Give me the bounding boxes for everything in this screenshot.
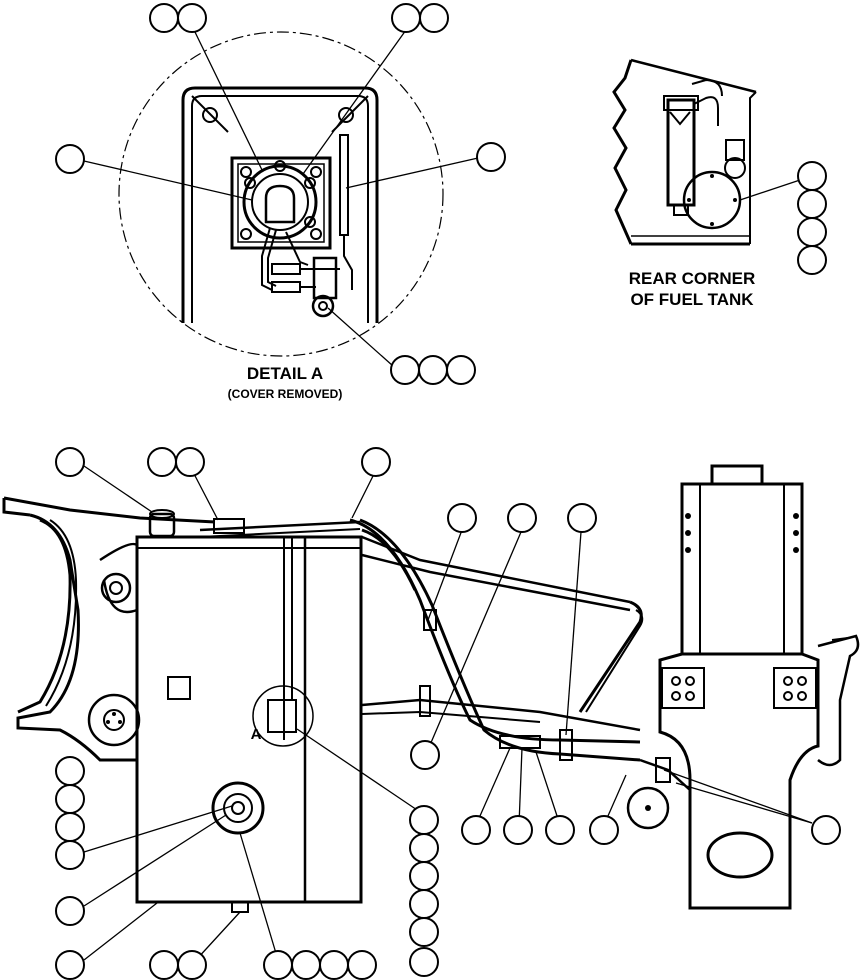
callout-balloon bbox=[409, 861, 439, 891]
detail-a-subtitle: (COVER REMOVED) bbox=[228, 387, 343, 401]
detail-a-marker: A bbox=[251, 726, 262, 743]
callout-balloon bbox=[409, 917, 439, 947]
callout-balloon bbox=[797, 245, 827, 275]
callout-balloon bbox=[446, 355, 476, 385]
callout-balloon bbox=[567, 503, 597, 533]
callout-balloon bbox=[55, 812, 85, 842]
rear-corner-title-line1: REAR CORNER bbox=[629, 269, 756, 288]
callout-balloon bbox=[347, 950, 377, 980]
callout-balloon bbox=[149, 950, 179, 980]
detail-a-title: DETAIL A bbox=[247, 364, 323, 383]
main-assembly-view: A bbox=[2, 447, 860, 980]
callout-balloon bbox=[149, 3, 179, 33]
callout-balloon bbox=[410, 740, 440, 770]
callout-balloon bbox=[811, 815, 841, 845]
callout-balloon bbox=[409, 833, 439, 863]
callout-balloon bbox=[507, 503, 537, 533]
callout-balloon bbox=[390, 355, 420, 385]
rear-corner-view: REAR CORNER OF FUEL TANK bbox=[612, 58, 827, 309]
callout-balloon bbox=[409, 889, 439, 919]
callout-balloon bbox=[461, 815, 491, 845]
callout-balloon bbox=[177, 3, 207, 33]
callout-balloon bbox=[55, 756, 85, 786]
callout-balloon bbox=[503, 815, 533, 845]
rear-corner-title-line2: OF FUEL TANK bbox=[630, 290, 754, 309]
callout-balloon bbox=[291, 950, 321, 980]
callout-balloon bbox=[797, 189, 827, 219]
callout-balloon bbox=[55, 784, 85, 814]
callout-balloon bbox=[447, 503, 477, 533]
callout-balloon bbox=[177, 950, 207, 980]
callout-balloon bbox=[476, 142, 506, 172]
detail-a-boundary bbox=[118, 31, 444, 357]
callout-balloon bbox=[589, 815, 619, 845]
callout-balloon bbox=[263, 950, 293, 980]
callout-balloon bbox=[55, 840, 85, 870]
callout-balloon bbox=[409, 805, 439, 835]
callout-balloon bbox=[55, 144, 85, 174]
callout-balloon bbox=[361, 447, 391, 477]
callout-balloon bbox=[55, 447, 85, 477]
callout-balloon bbox=[418, 355, 448, 385]
callout-balloon bbox=[175, 447, 205, 477]
detail-a-view: DETAIL A (COVER REMOVED) bbox=[55, 3, 506, 401]
callout-balloon bbox=[409, 947, 439, 977]
callout-balloon bbox=[147, 447, 177, 477]
callout-balloon bbox=[545, 815, 575, 845]
callout-balloon bbox=[55, 896, 85, 926]
callout-balloon bbox=[797, 217, 827, 247]
callout-balloon bbox=[797, 161, 827, 191]
callout-balloon bbox=[391, 3, 421, 33]
callout-balloon bbox=[55, 950, 85, 980]
callout-balloon bbox=[419, 3, 449, 33]
callout-balloon bbox=[319, 950, 349, 980]
